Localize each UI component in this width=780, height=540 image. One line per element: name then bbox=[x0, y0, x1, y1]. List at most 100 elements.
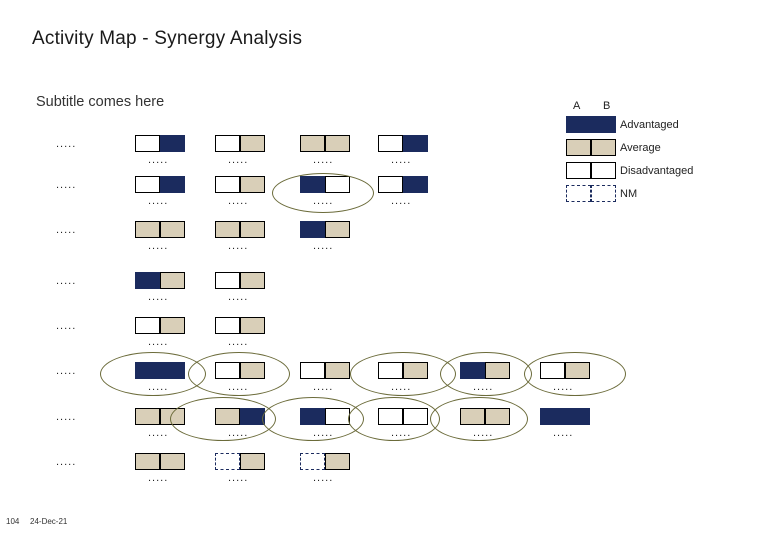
matrix-cell-b bbox=[160, 317, 185, 334]
matrix-cell-pair bbox=[300, 453, 350, 470]
matrix-cell-pair bbox=[215, 317, 265, 334]
matrix-cell-a bbox=[135, 221, 160, 238]
matrix-cell-b bbox=[160, 221, 185, 238]
matrix-row-label: ..... bbox=[56, 411, 77, 423]
legend-swatch-b bbox=[591, 116, 616, 133]
highlight-ellipse bbox=[430, 397, 528, 441]
highlight-ellipse bbox=[524, 352, 626, 396]
matrix-row-label: ..... bbox=[56, 224, 77, 236]
matrix-cell-dots: ..... bbox=[228, 291, 249, 303]
matrix-cell-dots: ..... bbox=[313, 381, 334, 393]
matrix-cell-b bbox=[240, 221, 265, 238]
matrix-cell-dots: ..... bbox=[391, 154, 412, 166]
legend-label-average: Average bbox=[620, 142, 661, 154]
matrix-cell-b bbox=[240, 272, 265, 289]
matrix-row-label: ..... bbox=[56, 320, 77, 332]
legend-swatch-a bbox=[566, 139, 591, 156]
highlight-ellipse bbox=[272, 173, 374, 213]
matrix-cell-a bbox=[540, 408, 565, 425]
matrix-cell-dots: ..... bbox=[313, 472, 334, 484]
matrix-cell-pair bbox=[135, 221, 185, 238]
matrix-cell-a bbox=[300, 453, 325, 470]
matrix-cell-pair bbox=[135, 176, 185, 193]
legend-column-a-label: A bbox=[573, 100, 581, 112]
matrix-cell-dots: ..... bbox=[228, 154, 249, 166]
matrix-cell-a bbox=[135, 317, 160, 334]
matrix-cell-dots: ..... bbox=[148, 240, 169, 252]
matrix-cell-a bbox=[378, 176, 403, 193]
matrix-cell-a bbox=[215, 272, 240, 289]
matrix-row-label: ..... bbox=[56, 179, 77, 191]
matrix-cell-b bbox=[325, 362, 350, 379]
matrix-cell-pair bbox=[300, 221, 350, 238]
matrix-cell-a bbox=[300, 362, 325, 379]
matrix-cell-dots: ..... bbox=[553, 427, 574, 439]
legend-label-disadvantaged: Disadvantaged bbox=[620, 165, 694, 177]
matrix-cell-pair bbox=[215, 221, 265, 238]
highlight-ellipse bbox=[440, 352, 532, 396]
matrix-cell-pair bbox=[215, 453, 265, 470]
legend-swatches bbox=[566, 185, 616, 202]
matrix-cell-a bbox=[135, 453, 160, 470]
matrix-cell-dots: ..... bbox=[148, 195, 169, 207]
legend-swatches bbox=[566, 116, 616, 133]
matrix-cell-dots: ..... bbox=[391, 195, 412, 207]
matrix-cell-a bbox=[215, 135, 240, 152]
subtitle: Subtitle comes here bbox=[36, 94, 165, 110]
matrix-cell-b bbox=[403, 176, 428, 193]
legend-label-nm: NM bbox=[620, 188, 638, 200]
matrix-cell-b bbox=[160, 272, 185, 289]
matrix-cell-dots: ..... bbox=[228, 472, 249, 484]
legend-label-advantaged: Advantaged bbox=[620, 119, 679, 131]
legend-swatches bbox=[566, 139, 616, 156]
matrix-cell-b bbox=[325, 221, 350, 238]
legend-swatches bbox=[566, 162, 616, 179]
matrix-cell-dots: ..... bbox=[313, 154, 334, 166]
matrix-row-label: ..... bbox=[56, 138, 77, 150]
matrix-cell-b bbox=[325, 453, 350, 470]
matrix-cell-dots: ..... bbox=[148, 336, 169, 348]
matrix-cell-b bbox=[160, 135, 185, 152]
matrix-cell-dots: ..... bbox=[228, 195, 249, 207]
footer-date: 24-Dec-21 bbox=[30, 517, 68, 526]
matrix-cell-pair bbox=[135, 317, 185, 334]
legend-swatch-b bbox=[591, 185, 616, 202]
matrix-cell-a bbox=[300, 135, 325, 152]
matrix-row-label: ..... bbox=[56, 456, 77, 468]
matrix-cell-a bbox=[135, 272, 160, 289]
matrix-cell-pair bbox=[540, 408, 590, 425]
matrix-cell-b bbox=[565, 408, 590, 425]
matrix-cell-b bbox=[240, 317, 265, 334]
matrix-cell-dots: ..... bbox=[148, 154, 169, 166]
matrix-cell-dots: ..... bbox=[148, 427, 169, 439]
page-title: Activity Map - Synergy Analysis bbox=[32, 28, 303, 49]
matrix-cell-dots: ..... bbox=[228, 240, 249, 252]
legend-column-b-label: B bbox=[603, 100, 611, 112]
matrix-cell-pair bbox=[135, 135, 185, 152]
matrix-cell-dots: ..... bbox=[228, 336, 249, 348]
matrix-cell-dots: ..... bbox=[313, 240, 334, 252]
matrix-cell-pair bbox=[215, 176, 265, 193]
matrix-cell-pair bbox=[378, 176, 428, 193]
highlight-ellipse bbox=[348, 397, 440, 441]
matrix-cell-a bbox=[215, 453, 240, 470]
matrix-cell-a bbox=[300, 221, 325, 238]
matrix-cell-b bbox=[240, 135, 265, 152]
matrix-cell-pair bbox=[215, 135, 265, 152]
matrix-cell-b bbox=[160, 176, 185, 193]
legend-swatch-a bbox=[566, 162, 591, 179]
matrix-cell-pair bbox=[135, 272, 185, 289]
matrix-row-label: ..... bbox=[56, 365, 77, 377]
matrix-cell-dots: ..... bbox=[148, 472, 169, 484]
matrix-cell-pair bbox=[215, 272, 265, 289]
matrix-cell-a bbox=[215, 221, 240, 238]
matrix-cell-b bbox=[240, 176, 265, 193]
matrix-cell-a bbox=[135, 408, 160, 425]
matrix-cell-b bbox=[160, 453, 185, 470]
legend-swatch-b bbox=[591, 162, 616, 179]
matrix-cell-a bbox=[215, 176, 240, 193]
matrix-cell-a bbox=[135, 176, 160, 193]
matrix-cell-dots: ..... bbox=[148, 291, 169, 303]
matrix-cell-b bbox=[403, 135, 428, 152]
